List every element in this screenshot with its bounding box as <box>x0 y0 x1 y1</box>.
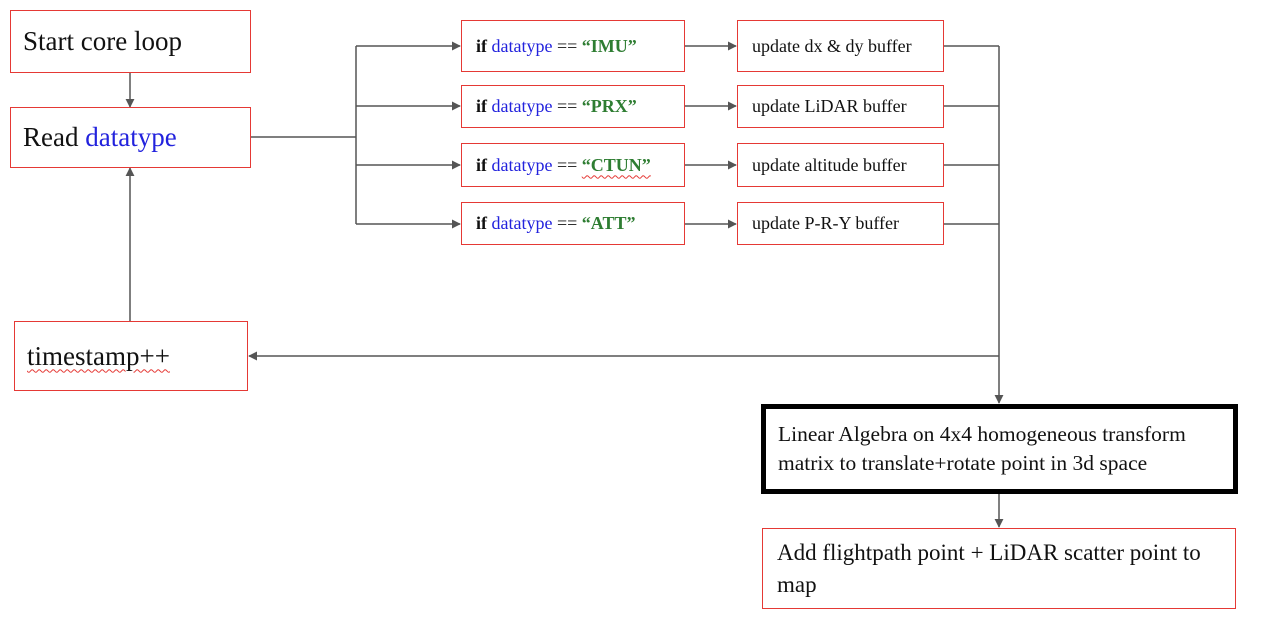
update-label: update LiDAR buffer <box>752 96 907 116</box>
update-label: update P-R-Y buffer <box>752 213 899 233</box>
condition-value: “PRX” <box>581 96 637 116</box>
update-altitude-buffer: update altitude buffer <box>737 143 944 187</box>
read-datatype-node: Read datatype <box>10 107 251 168</box>
condition-variable: datatype <box>491 154 553 175</box>
update-dxdy-buffer: update dx & dy buffer <box>737 20 944 72</box>
output-node-label: Add flightpath point + LiDAR scatter poi… <box>777 539 1201 597</box>
condition-keyword: if <box>476 96 487 116</box>
read-node-prefix: Read <box>23 122 86 152</box>
condition-keyword: if <box>476 154 487 175</box>
condition-operator: == <box>556 213 578 233</box>
condition-att: if datatype == “ATT” <box>461 202 685 245</box>
update-label: update altitude buffer <box>752 154 907 175</box>
condition-keyword: if <box>476 213 487 233</box>
start-node-label: Start core loop <box>23 26 182 56</box>
condition-keyword: if <box>476 35 487 56</box>
condition-value: “CTUN” <box>581 154 651 175</box>
timestamp-node: timestamp++ <box>14 321 248 391</box>
condition-imu: if datatype == “IMU” <box>461 20 685 72</box>
read-node-variable: datatype <box>85 122 177 152</box>
condition-variable: datatype <box>491 96 553 116</box>
condition-prx: if datatype == “PRX” <box>461 85 685 128</box>
update-pry-buffer: update P-R-Y buffer <box>737 202 944 245</box>
condition-operator: == <box>556 35 578 56</box>
condition-value: “ATT” <box>581 213 636 233</box>
transform-node: Linear Algebra on 4x4 homogeneous transf… <box>761 404 1238 494</box>
transform-node-label: Linear Algebra on 4x4 homogeneous transf… <box>778 422 1186 475</box>
timestamp-node-label: timestamp++ <box>27 340 170 371</box>
output-node: Add flightpath point + LiDAR scatter poi… <box>762 528 1236 609</box>
condition-ctun: if datatype == “CTUN” <box>461 143 685 187</box>
update-label: update dx & dy buffer <box>752 35 912 56</box>
update-lidar-buffer: update LiDAR buffer <box>737 85 944 128</box>
condition-variable: datatype <box>491 35 553 56</box>
condition-operator: == <box>556 154 578 175</box>
condition-variable: datatype <box>491 213 553 233</box>
condition-value: “IMU” <box>581 35 637 56</box>
condition-operator: == <box>556 96 578 116</box>
start-node: Start core loop <box>10 10 251 73</box>
